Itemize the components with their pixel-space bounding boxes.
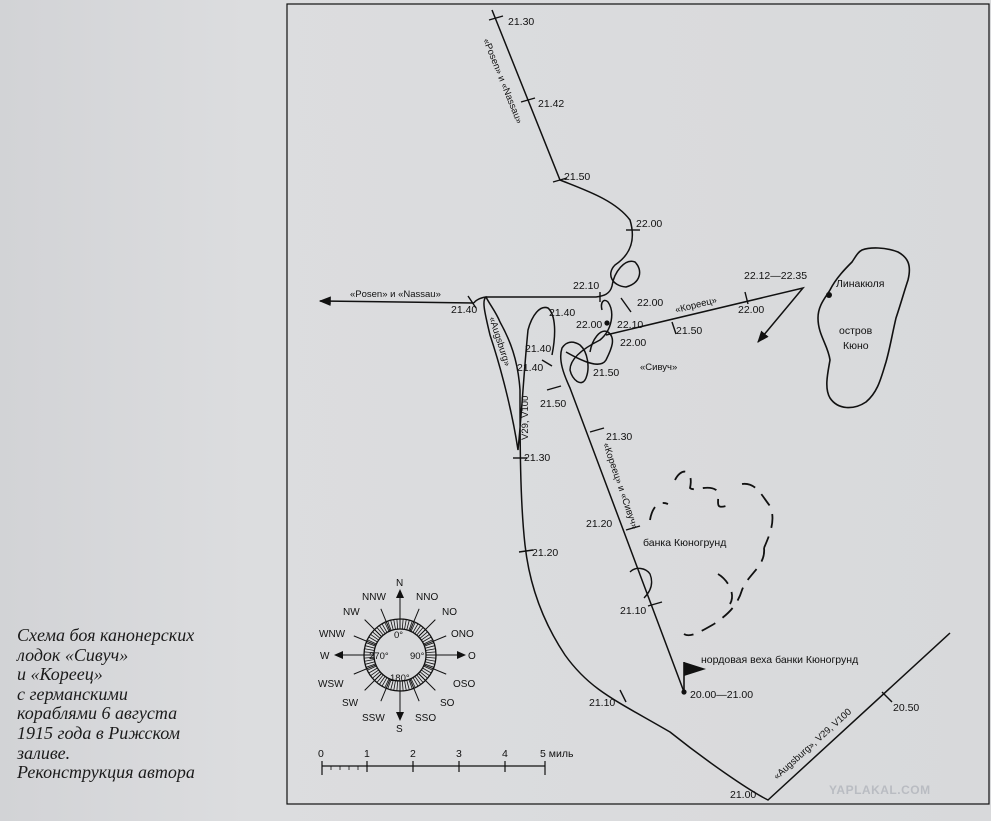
ship-label: «Augsburg», V29, V100: [772, 707, 854, 783]
augsburg-track: [483, 295, 951, 801]
compass-label: S: [396, 724, 403, 735]
caption-line: Схема боя канонерских: [17, 625, 195, 645]
watermark-text: YAPLAKAL.COM: [829, 783, 931, 797]
time-label: 22.12—22.35: [744, 270, 807, 282]
place-label: Кюно: [843, 340, 869, 352]
compass-degree: 270°: [369, 651, 389, 662]
bank-kyunogrund-outline: [649, 470, 774, 637]
caption-line: с германскими: [17, 683, 128, 704]
time-label: 22.10: [573, 280, 599, 292]
time-label: 21.40: [525, 343, 551, 355]
time-label: 21.40: [451, 304, 477, 316]
time-label: 22.00: [576, 319, 602, 331]
compass-label: NO: [442, 607, 457, 618]
koreets-track: [605, 286, 806, 343]
caption-line: лодок «Сивуч»: [17, 644, 129, 665]
compass-label: SSO: [415, 713, 436, 724]
island-kyuno: [817, 247, 911, 409]
caption-line: Реконструкция автора: [17, 762, 195, 783]
compass-label: SSW: [362, 713, 385, 724]
north-arrow-icon: [396, 589, 404, 598]
scale-label: 4: [502, 748, 508, 760]
time-label: 20.50: [893, 702, 919, 714]
time-label: 21.50: [593, 367, 619, 379]
east-arrow-icon: [457, 651, 466, 659]
compass-label: W: [320, 651, 330, 662]
time-label: 22.00: [637, 297, 663, 309]
compass-label: SO: [440, 698, 455, 709]
scale-bar: 0 1 2 3 4 5 миль: [318, 748, 574, 775]
posen-nassau-track: [473, 9, 641, 304]
time-label: 21.30: [524, 452, 550, 464]
scale-label: 0: [318, 748, 324, 760]
track-point: [604, 320, 610, 326]
time-label: 22.00: [738, 304, 764, 316]
time-label: 21.50: [540, 398, 566, 410]
map-caption: Схема боя канонерских лодок «Сивуч» и «К…: [17, 625, 267, 783]
time-label: 21.20: [532, 547, 558, 559]
place-label: Линакюля: [836, 278, 884, 290]
caption-line: 1915 года в Рижском: [17, 722, 181, 743]
scale-label: 1: [364, 748, 370, 760]
time-label: 21.20: [586, 518, 612, 530]
place-label: банка Кюногрунд: [643, 537, 726, 549]
caption-line: и «Кореец»: [17, 664, 103, 685]
time-ticks: [467, 15, 893, 703]
time-label: 22.00: [620, 337, 646, 349]
compass-label: SW: [342, 698, 359, 709]
place-label: остров: [839, 325, 873, 337]
compass-degree: 0°: [394, 630, 403, 641]
map-frame: [286, 3, 990, 805]
time-label: 21.00: [730, 789, 756, 801]
koreets-sivuch-track: [559, 299, 685, 693]
caption-line: заливе.: [17, 742, 71, 763]
ship-label: «Сивуч»: [640, 362, 677, 373]
compass-label: NNO: [416, 592, 438, 603]
ship-label: V29, V100: [520, 396, 531, 440]
time-label: 21.42: [538, 98, 564, 110]
compass-label: OSO: [453, 679, 475, 690]
ship-label: «Posen» и «Nassau»: [480, 37, 524, 125]
scale-label: 3: [456, 748, 462, 760]
compass-label: WNW: [319, 629, 346, 640]
caption-line: кораблями 6 августа: [17, 703, 178, 724]
bank-kyunogrund-channel: [629, 567, 653, 599]
west-arrow-icon: [334, 651, 343, 659]
time-label: 22.10: [617, 319, 643, 331]
place-label: нордовая веха банки Кюногрунд: [701, 654, 858, 666]
compass-label: WSW: [318, 679, 344, 690]
time-label: 21.30: [508, 16, 534, 28]
time-label: 21.50: [564, 171, 590, 183]
compass-degree: 180°: [390, 673, 410, 684]
scale-label: 5 миль: [540, 748, 574, 760]
time-label: 21.40: [517, 362, 543, 374]
linakyulya-dot: [826, 292, 832, 298]
time-label: 21.50: [676, 325, 702, 337]
compass-degree: 90°: [410, 651, 425, 662]
compass-rose: N NNO NO ONO O OSO SO SSO S SSW SW WSW W…: [318, 578, 476, 735]
time-label: 20.00—21.00: [690, 689, 753, 701]
time-label: 21.10: [589, 697, 615, 709]
time-label: 21.30: [606, 431, 632, 443]
time-label: 21.40: [549, 307, 575, 319]
south-arrow-icon: [396, 712, 404, 721]
time-label: 22.00: [636, 218, 662, 230]
flag-icon: [683, 662, 706, 692]
compass-label: N: [396, 578, 403, 589]
compass-label: NW: [343, 607, 360, 618]
ship-label: «Posen» и «Nassau»: [350, 289, 441, 300]
sivuch-loop: [565, 330, 614, 365]
compass-label: NNW: [362, 592, 386, 603]
time-label: 21.10: [620, 605, 646, 617]
posen-nassau-exit-track: [318, 296, 475, 306]
compass-label: ONO: [451, 629, 474, 640]
scale-label: 2: [410, 748, 416, 760]
compass-label: O: [468, 651, 476, 662]
